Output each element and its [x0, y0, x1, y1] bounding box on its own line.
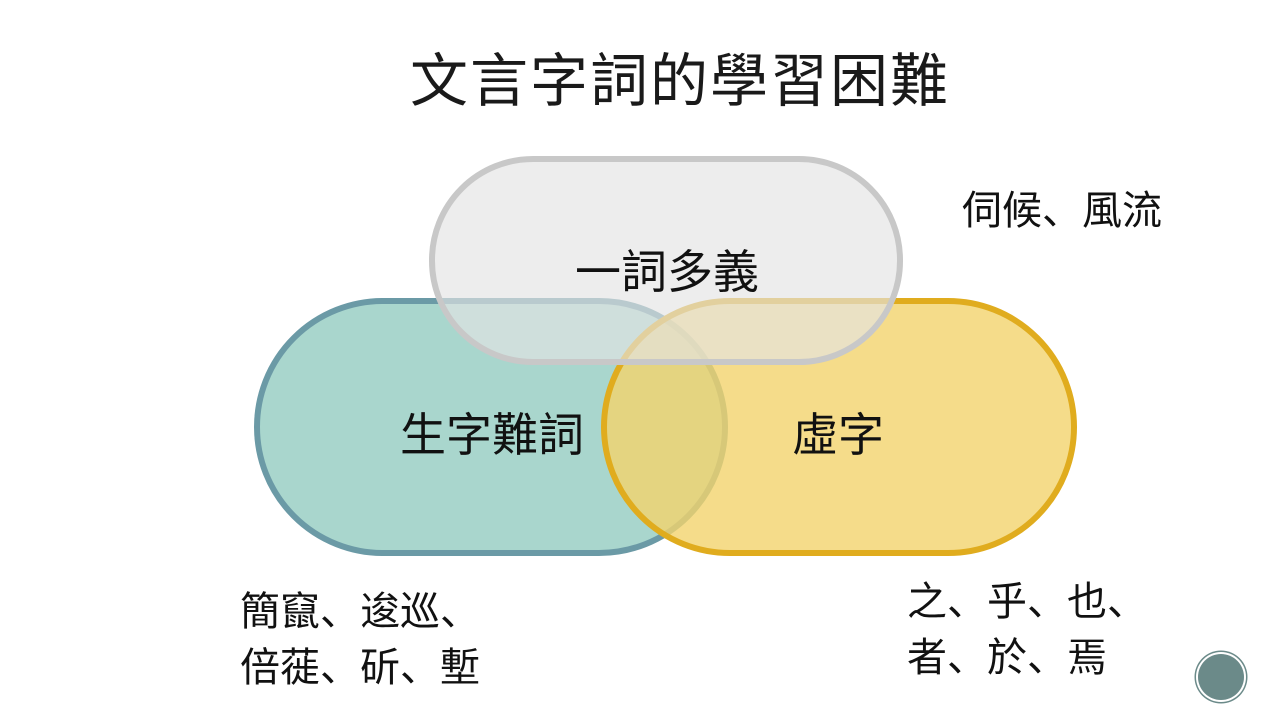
label-xu-zi: 虛字 [792, 408, 884, 462]
examples-sheng-zi-nan-ci: 簡竄、逡巡、 倍蓰、斫、塹 [240, 584, 480, 696]
examples-xu-zi: 之、乎、也、 者、於、焉 [907, 574, 1147, 686]
example-line: 之、乎、也、 [907, 579, 1147, 625]
example-line: 簡竄、逡巡、 [240, 589, 480, 635]
slide-badge-icon [1198, 654, 1244, 700]
label-sheng-zi-nan-ci: 生字難詞 [400, 408, 584, 462]
label-yi-ci-duo-yi: 一詞多義 [575, 245, 759, 299]
pill-yi-ci-duo-yi [429, 156, 903, 365]
slide-title: 文言字詞的學習困難 [409, 47, 950, 115]
examples-yi-ci-duo-yi: 伺候、風流 [962, 183, 1162, 239]
example-line: 伺候、風流 [962, 188, 1162, 234]
example-line: 倍蓰、斫、塹 [240, 645, 480, 691]
example-line: 者、於、焉 [907, 635, 1107, 681]
